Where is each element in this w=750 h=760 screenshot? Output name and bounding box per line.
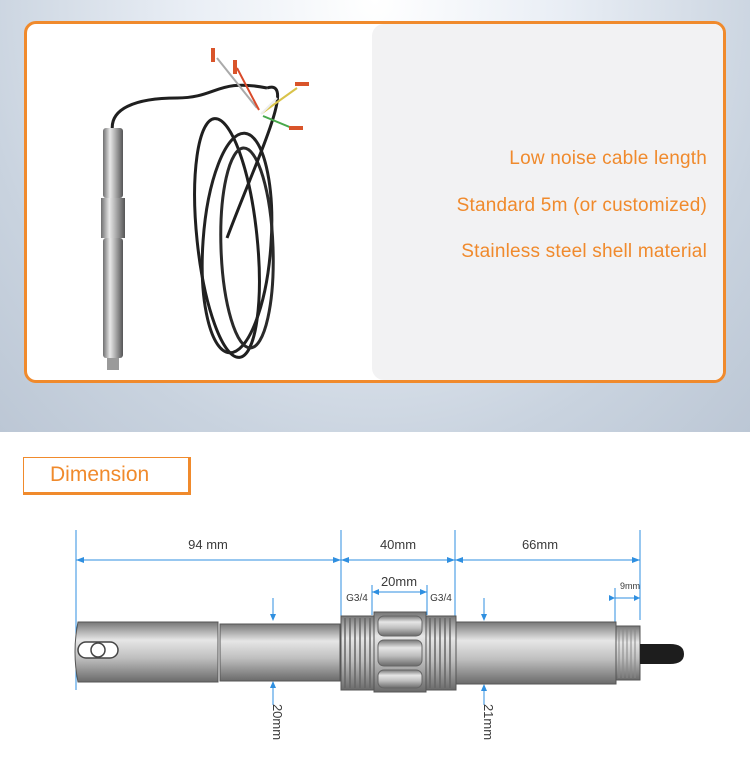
thread-label-left: G3/4 bbox=[346, 593, 368, 604]
diameter-label-1: 20mm bbox=[270, 704, 285, 740]
dim-label-40: 40mm bbox=[380, 537, 416, 552]
sensor-product-photo bbox=[101, 48, 309, 370]
dimension-drawing: 94 mm 40mm 66mm 20mm G3/4 G3/4 9mm 20mm … bbox=[74, 530, 684, 740]
dim-label-94: 94 mm bbox=[188, 537, 228, 552]
feature-shell-material: Stainless steel shell material bbox=[461, 241, 707, 262]
feature-text-panel bbox=[372, 24, 723, 380]
feature-standard-length: Standard 5m (or customized) bbox=[456, 195, 707, 216]
dimension-section-title: Dimension bbox=[23, 457, 191, 495]
probe-drawing bbox=[74, 611, 684, 693]
thread-label-right: G3/4 bbox=[430, 593, 452, 604]
diameter-label-2: 21mm bbox=[481, 704, 496, 740]
dim-label-9: 9mm bbox=[620, 581, 640, 591]
feature-cable-length: Low noise cable length bbox=[509, 148, 707, 169]
feature-card: Low noise cable length Standard 5m (or c… bbox=[24, 21, 726, 383]
dim-label-66: 66mm bbox=[522, 537, 558, 552]
dim-label-20: 20mm bbox=[381, 574, 417, 589]
